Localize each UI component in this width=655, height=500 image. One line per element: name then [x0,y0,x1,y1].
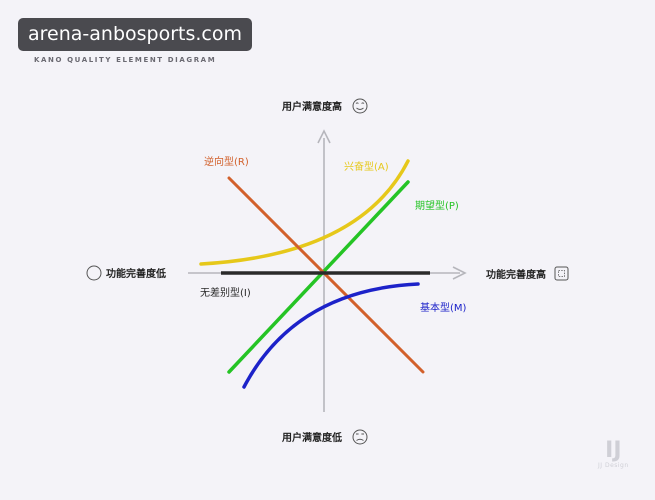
performance-line [227,180,410,374]
excitement-curve [199,159,410,266]
axis-label-right: 功能完善度高 [486,268,546,281]
empty-circle-icon [86,265,102,281]
performance-label: 期望型(P) [415,199,459,212]
x-axis-arrow [452,266,467,280]
axis-label-left: 功能完善度低 [106,267,166,280]
diagram-subtitle: KANO QUALITY ELEMENT DIAGRAM [34,56,217,64]
smile-face-icon [352,98,368,114]
logo-mark: IJ [605,438,622,463]
logo: IJ JJ Design [598,438,629,470]
logo-text: JJ Design [598,462,629,469]
sad-face-icon [352,429,368,445]
indifferent-label: 无差别型(I) [200,286,251,299]
axis-label-bottom: 用户满意度低 [281,431,342,444]
y-axis-arrow [317,129,331,144]
basic-curve [242,282,420,389]
excitement-label: 兴奋型(A) [344,160,389,173]
reverse-line [227,176,425,374]
full-frame-icon [554,266,569,281]
axis-label-top: 用户满意度高 [281,100,342,113]
watermark-banner: arena-anbosports.com [18,18,253,51]
reverse-label: 逆向型(R) [204,155,249,168]
basic-label: 基本型(M) [420,301,467,314]
